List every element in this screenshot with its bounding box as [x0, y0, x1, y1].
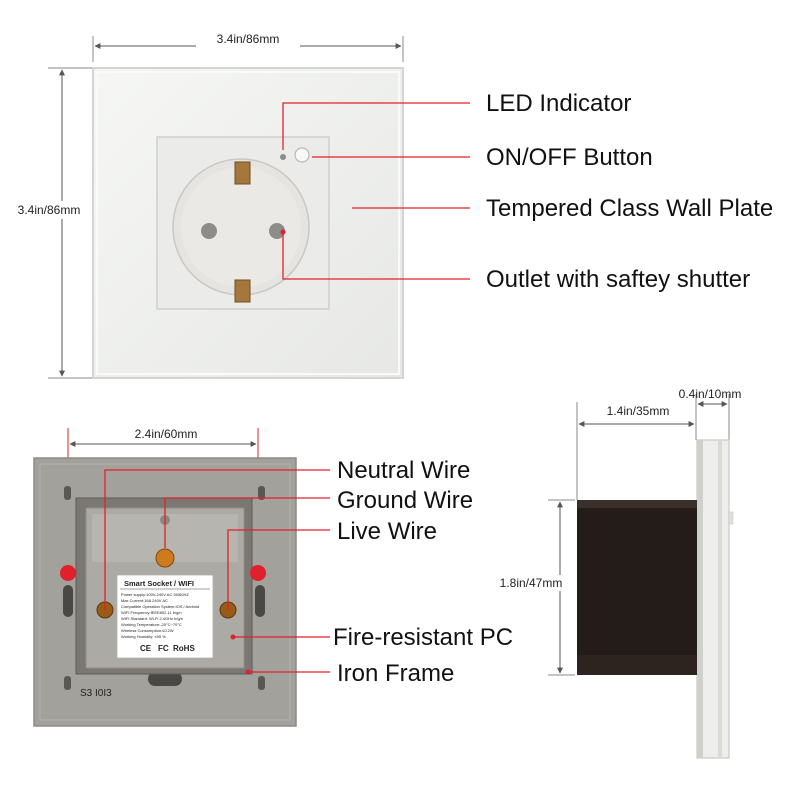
outlet-pin-hole-left — [201, 223, 217, 239]
body-bottom-step — [577, 655, 697, 675]
live-wire-marker — [250, 565, 266, 581]
dim-label-bg — [122, 426, 212, 442]
side-height-label: 1.8in/47mm — [500, 576, 563, 590]
wall-plate-label: Tempered Class Wall Plate — [486, 195, 773, 222]
fc-mark: FC — [158, 644, 169, 653]
neutral-wire-marker — [60, 565, 76, 581]
dim-label-bg — [494, 575, 568, 591]
iron-frame-label: Iron Frame — [337, 660, 454, 687]
plate-back-edge — [697, 440, 703, 758]
on-off-button-label: ON/OFF Button — [486, 144, 653, 171]
frame-slot — [64, 486, 71, 500]
led-indicator-label: LED Indicator — [486, 90, 631, 117]
frame-slot — [258, 676, 265, 690]
live-callout-line — [227, 529, 330, 610]
socket-body-profile — [577, 500, 697, 675]
sticker-line: Compatible Operation System:IOS / Androi… — [121, 604, 199, 609]
button-profile — [728, 511, 734, 525]
sticker-line: Power supply:100V-240V AC 50/60HZ — [121, 592, 189, 597]
outlet-callout-line — [282, 232, 470, 280]
back-width-label: 2.4in/60mm — [135, 427, 198, 441]
led-callout-line — [282, 102, 470, 150]
live-wire-label: Live Wire — [337, 518, 437, 545]
pc-callout-dot — [230, 634, 236, 640]
sticker-line: WIFI Frequency:IEEE802.11 b/g/n — [121, 610, 182, 615]
frame-side-slot-right — [255, 585, 265, 617]
frame-side-slot-left — [63, 585, 73, 617]
frame-slot — [64, 676, 71, 690]
dim-label-bg — [6, 201, 92, 219]
ce-mark: CE — [140, 644, 152, 653]
body-top-edge — [577, 500, 697, 508]
rohs-mark: RoHS — [173, 644, 195, 653]
outlet-callout-dot — [280, 229, 286, 235]
sticker-line: Working Temperature:-20°C~70°C — [121, 622, 182, 627]
glass-layer — [718, 440, 722, 758]
sticker-line: WIFI Standard: Wi-Fi 2.4GHz b/g/n — [121, 616, 183, 621]
on-off-button[interactable] — [294, 147, 310, 163]
iron-callout-dot — [245, 669, 251, 675]
ground-callout-line — [164, 497, 330, 548]
frame-slot — [258, 486, 265, 500]
ground-wire-label: Ground Wire — [337, 487, 473, 514]
outlet-face — [181, 167, 301, 287]
back-view: 2.4in/60mm S3 I0I3 Smart Socket / WIFI P… — [33, 426, 513, 727]
top-ground-contact — [234, 161, 251, 185]
frame-bottom-slot — [148, 672, 182, 686]
sticker-title: Smart Socket / WIFI — [124, 579, 194, 588]
ground-terminal — [155, 548, 175, 568]
glass-edge-highlight — [96, 71, 400, 375]
fire-resistant-pc-label: Fire-resistant PC — [333, 624, 513, 651]
sticker-line: Max Current:16A 240V AC — [121, 598, 168, 603]
dim-label-bg — [196, 30, 300, 48]
front-height-label: 3.4in/86mm — [18, 203, 81, 217]
plate-thickness-label: 0.4in/10mm — [679, 387, 742, 401]
led-indicator — [280, 154, 286, 160]
frame-inner-edge — [39, 463, 291, 721]
frame-mark: S3 I0I3 — [80, 688, 112, 699]
neutral-wire-label: Neutral Wire — [337, 457, 470, 484]
outlet-pin-hole-right — [269, 223, 285, 239]
depth-label: 1.4in/35mm — [607, 404, 670, 418]
dim-label-bg — [596, 403, 680, 419]
sticker-line: Wireless Consumption:≤0.2W — [121, 628, 174, 633]
bottom-ground-contact — [234, 279, 251, 303]
side-view: 1.4in/35mm 0.4in/10mm 1.8in/47mm — [494, 387, 742, 759]
sticker-line: Working Humidity: ≤95 % — [121, 634, 166, 639]
front-width-label: 3.4in/86mm — [217, 32, 280, 46]
front-view: 3.4in/86mm 3.4in/86mm LED Indicator ON/ — [6, 30, 773, 379]
neutral-callout-line — [104, 469, 330, 610]
outlet-label: Outlet with saftey shutter — [486, 266, 750, 293]
